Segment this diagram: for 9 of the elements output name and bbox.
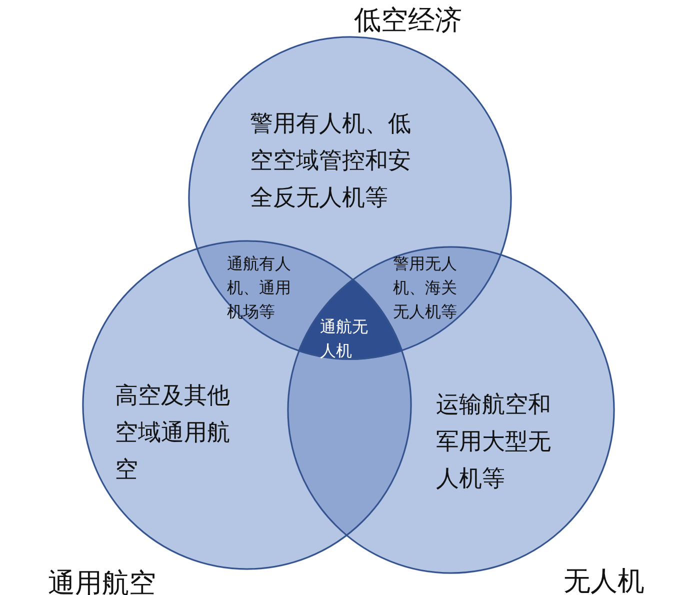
- set-description: 警用有人机、低空空域管控和安全反无人机等: [250, 110, 412, 213]
- intersection-label: 警用无人机、海关无人机等: [393, 253, 458, 323]
- set-description: 高空及其他空域通用航空: [115, 382, 231, 485]
- intersection-label: 通航无人机: [320, 316, 369, 362]
- set-title: 无人机: [562, 565, 646, 595]
- set-description: 运输航空和军用大型无人机等: [436, 391, 552, 494]
- set-title: 通用航空: [47, 567, 157, 595]
- intersection-label: 通航有人机、通用机场等: [227, 253, 292, 323]
- set-title: 低空经济: [353, 4, 463, 38]
